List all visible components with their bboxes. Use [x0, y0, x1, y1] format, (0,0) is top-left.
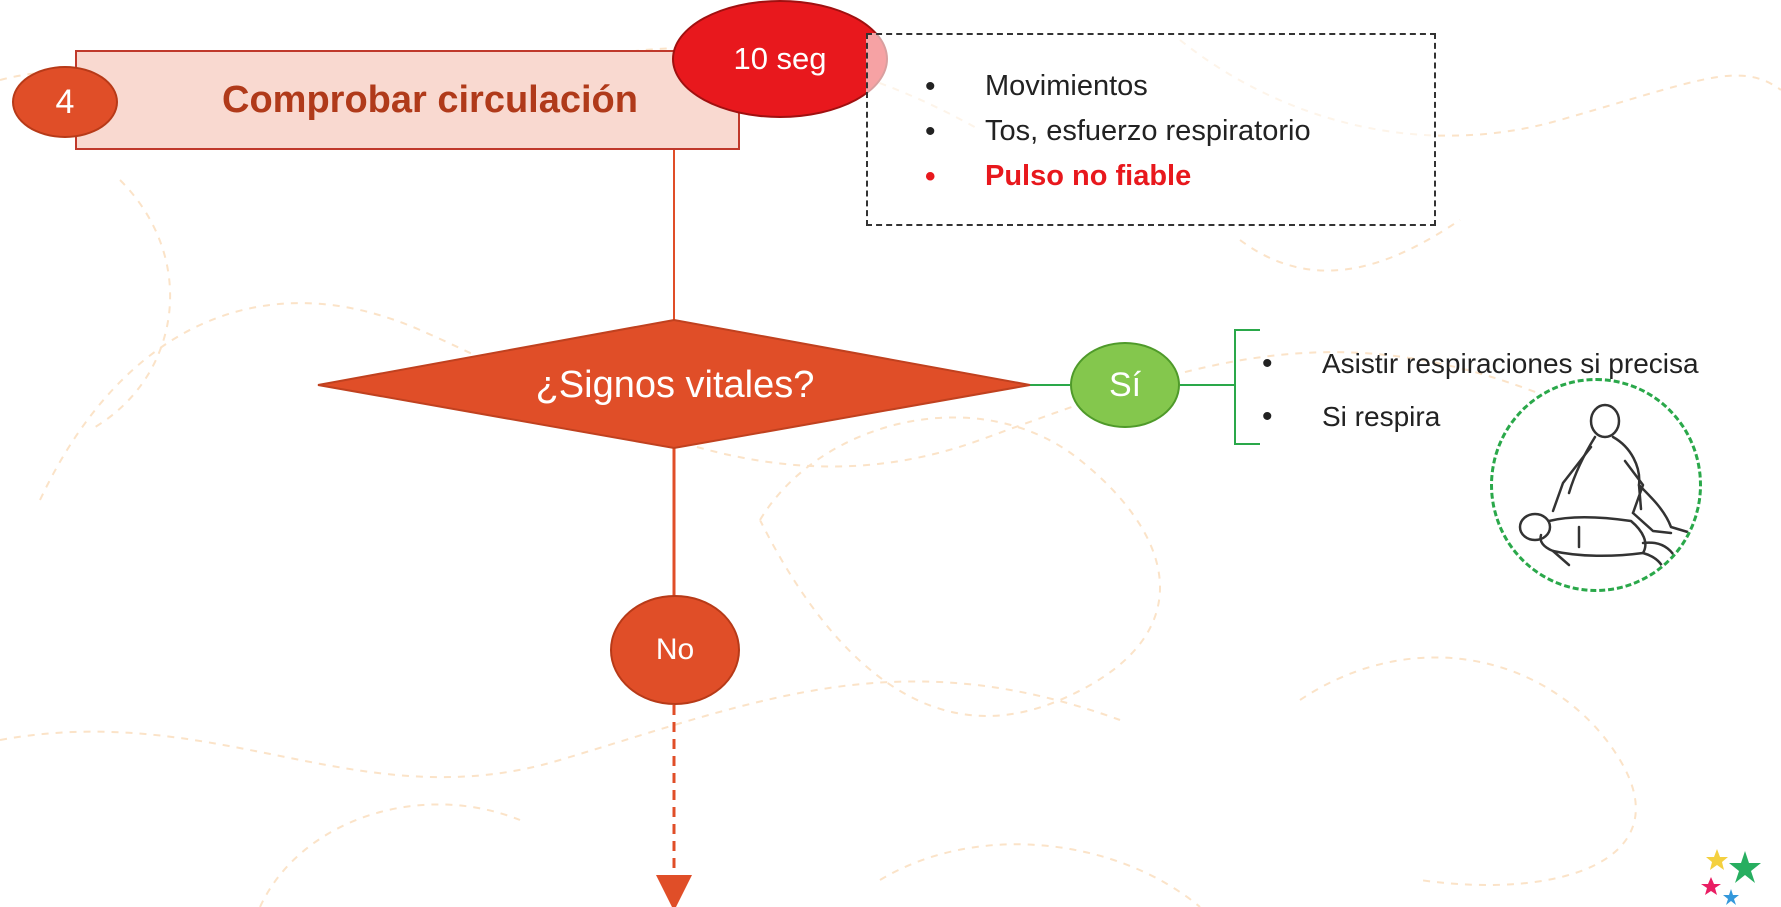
yes-action-item: Asistir respiraciones si precisa	[1262, 336, 1699, 392]
no-node: No	[610, 595, 740, 705]
check-item: Tos, esfuerzo respiratorio	[920, 109, 1311, 154]
yes-node: Sí	[1070, 342, 1180, 428]
yes-actions-list: Asistir respiraciones si precisa Si resp…	[1262, 336, 1699, 442]
check-item-alert: Pulso no fiable	[920, 154, 1311, 199]
check-item: Movimientos	[920, 64, 1311, 109]
actions-bracket	[1234, 329, 1260, 445]
stars-logo-icon	[1701, 849, 1761, 905]
decision-diamond	[317, 318, 1031, 450]
yes-action-item: Si respira	[1262, 392, 1699, 442]
decision-question: ¿Signos vitales?	[535, 363, 815, 406]
checks-list: Movimientos Tos, esfuerzo respiratorio P…	[920, 64, 1311, 199]
step-number-badge: 4	[12, 66, 118, 138]
time-badge: 10 seg	[672, 0, 888, 118]
recovery-position-icon	[1490, 378, 1702, 592]
step-title: Comprobar circulación	[222, 78, 638, 121]
step-box	[75, 50, 740, 150]
